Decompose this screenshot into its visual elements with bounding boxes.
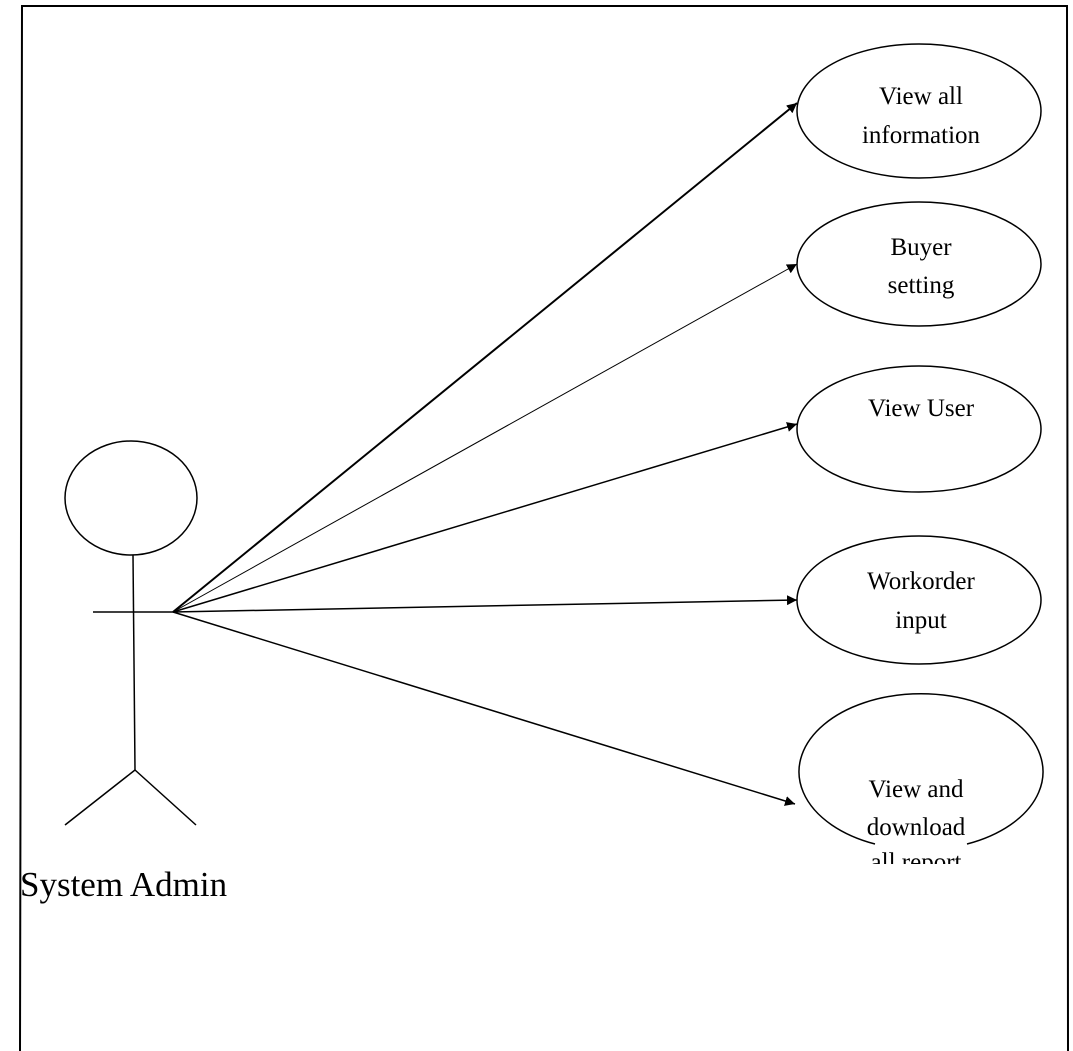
use-case-label-line: Workorder [867,568,975,595]
use-case-label-line: input [895,607,946,634]
use-case-workorder-input: Workorder input [796,535,1042,665]
use-case-buyer-setting: Buyer setting [796,201,1042,327]
use-case-ellipse [796,365,1042,493]
association-buyer-setting [172,263,798,613]
use-case-label-line: View all [879,83,963,110]
label-clip-mask [855,864,985,880]
use-case-label-line: download [867,814,966,841]
use-case-label-line: setting [888,272,955,299]
actor-figure [64,440,198,826]
association-view-all-information [172,102,798,613]
actor-head [64,440,198,556]
association-view-and-download-all-report [172,611,796,806]
association-workorder-input [172,595,798,613]
use-case-view-all-information: View all information [796,43,1042,179]
use-case-label-line: Buyer [890,234,952,261]
use-case-ellipse [796,201,1042,327]
use-case-ellipse [796,43,1042,179]
use-case-view-and-download-all-report: View and download all report [798,693,1044,880]
association-view-user [172,422,798,613]
use-case-ellipse [798,693,1044,845]
use-case-label-line: View and [869,776,964,803]
actor-body [132,554,136,771]
use-case-view-user: View User [796,365,1042,493]
actor-right-leg [134,769,197,826]
use-case-label-line: View User [868,395,975,422]
system-boundary [19,5,1069,1051]
use-case-label-line: information [862,122,981,149]
actor-left-leg [64,769,136,826]
use-case-ellipse [796,535,1042,665]
associations [172,102,798,806]
actor-label: System Admin [20,865,227,904]
